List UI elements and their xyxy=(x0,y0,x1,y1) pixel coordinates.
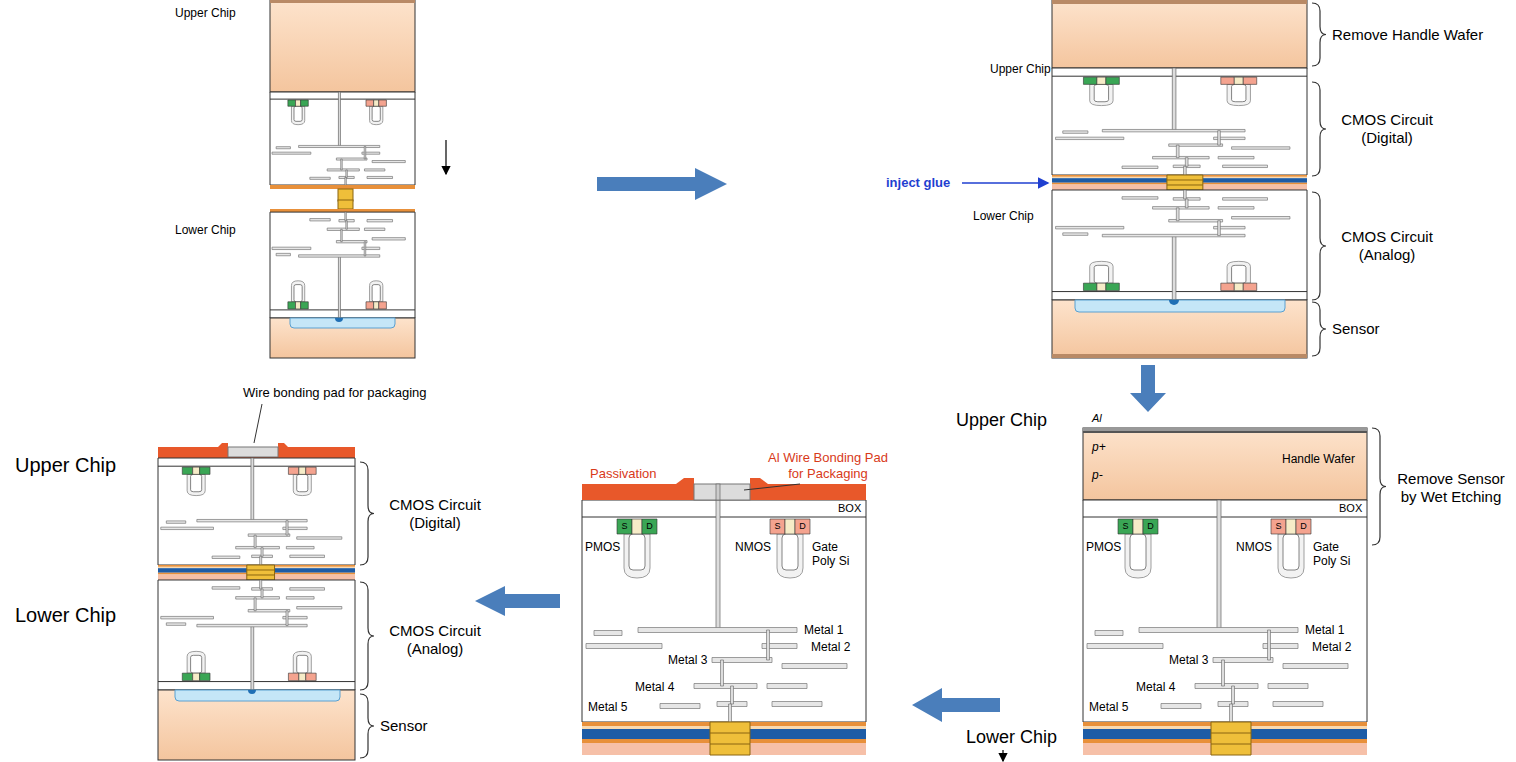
metal-label: Metal 2 xyxy=(811,640,850,654)
layer-label: CMOS Circuit (Analog) xyxy=(380,622,490,658)
metal-label: Metal 5 xyxy=(1089,700,1128,714)
layer-label: CMOS Circuit (Analog) xyxy=(1332,228,1442,264)
layer-label: Passivation xyxy=(590,466,656,482)
flow-arrow xyxy=(597,168,727,200)
terminal-label: D xyxy=(642,519,657,534)
flow-arrow xyxy=(912,688,1000,722)
layer-label: CMOS Circuit (Digital) xyxy=(380,496,490,532)
chips-before-bonding xyxy=(270,0,446,358)
device-label: NMOS xyxy=(1236,540,1272,554)
metal-label: Metal 1 xyxy=(804,623,843,637)
layer-label: Handle Wafer xyxy=(1282,452,1355,466)
device-label: PMOS xyxy=(1086,540,1121,554)
terminal-label: D xyxy=(1143,519,1158,534)
material-label: Al xyxy=(1092,412,1102,425)
terminal-label: S xyxy=(770,519,785,534)
doping-label: p+ xyxy=(1092,440,1106,454)
chip-label: Upper Chip xyxy=(175,6,236,20)
metal-label: Metal 2 xyxy=(1312,640,1351,654)
metal-label: Metal 5 xyxy=(588,700,627,714)
terminal-label: D xyxy=(1296,519,1311,534)
device-label: Gate Poly Si xyxy=(812,540,860,569)
chip-label: Lower Chip xyxy=(15,603,116,627)
flow-arrow xyxy=(475,586,560,616)
step-label: Remove Handle Wafer xyxy=(1332,26,1483,44)
terminal-label: S xyxy=(1118,519,1133,534)
pad-label: Wire bonding pad for packaging xyxy=(243,385,427,401)
metal-label: Metal 3 xyxy=(1169,653,1208,667)
chip-label: Lower Chip xyxy=(175,223,236,237)
metal-label: Metal 1 xyxy=(1305,623,1344,637)
device-label: NMOS xyxy=(735,540,771,554)
flow-arrow xyxy=(1130,365,1166,412)
layer-label: BOX xyxy=(1339,502,1362,515)
layer-label: Sensor xyxy=(380,717,428,735)
terminal-label: S xyxy=(617,519,632,534)
chip-label: Lower Chip xyxy=(966,727,1057,749)
doping-label: p- xyxy=(1092,468,1103,482)
pad-label: Al Wire Bonding Pad for Packaging xyxy=(760,450,896,481)
step-label: Remove Sensor by Wet Etching xyxy=(1392,470,1510,506)
device-label: Gate Poly Si xyxy=(1313,540,1361,569)
layer-label: BOX xyxy=(838,502,861,515)
chip-label: Upper Chip xyxy=(15,453,116,477)
chip-label: Upper Chip xyxy=(990,62,1051,76)
cross-section-with-handle-wafer xyxy=(1003,428,1386,761)
step-label: inject glue xyxy=(886,175,950,191)
metal-label: Metal 4 xyxy=(1136,680,1175,694)
device-label: PMOS xyxy=(585,540,620,554)
bonded-chips xyxy=(962,0,1326,358)
terminal-label: D xyxy=(795,519,810,534)
terminal-label: S xyxy=(1271,519,1286,534)
final-stacked-chip xyxy=(158,404,374,760)
layer-label: Sensor xyxy=(1332,320,1380,338)
chip-label: Lower Chip xyxy=(973,209,1034,223)
cross-section-with-pad xyxy=(582,478,866,755)
metal-label: Metal 3 xyxy=(668,653,707,667)
metal-label: Metal 4 xyxy=(635,680,674,694)
layer-label: CMOS Circuit (Digital) xyxy=(1332,111,1442,147)
chip-label: Upper Chip xyxy=(956,410,1047,432)
